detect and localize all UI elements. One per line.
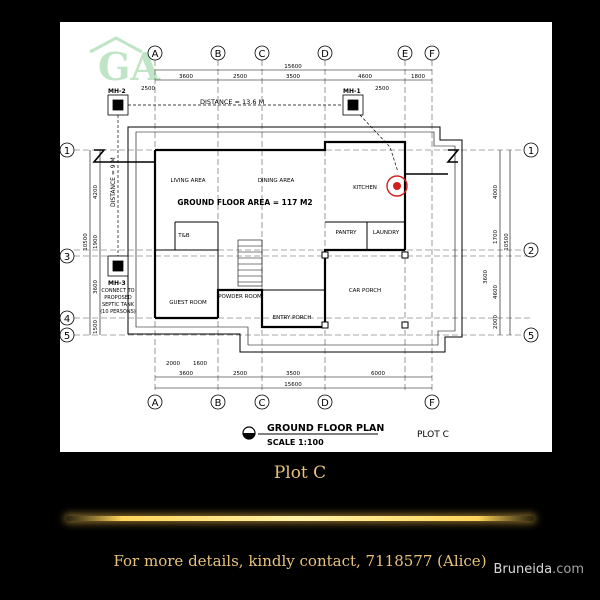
- site-watermark: Bruneida.com: [494, 562, 584, 577]
- dim-right-5: 2000: [493, 315, 499, 329]
- room-label-dining: DINING AREA: [258, 178, 295, 184]
- dim-left-2: 1900: [93, 235, 99, 249]
- dim-top-2: 2500: [233, 74, 247, 80]
- dim-top-small-1: 2500: [141, 86, 155, 92]
- plot-caption: Plot C: [273, 463, 327, 483]
- dim-right-2: 1700: [493, 230, 499, 244]
- logo-roof-icon: [89, 36, 143, 54]
- plan-title: GROUND FLOOR PLAN: [267, 423, 384, 434]
- dim-bottom-small-1: 2000: [166, 361, 180, 367]
- dim-bottom-3: 3500: [286, 371, 300, 377]
- dim-left-3: 3600: [93, 280, 99, 294]
- dim-bottom-4: 6000: [371, 371, 385, 377]
- floor-plan-image: GA A B C D E: [60, 22, 552, 452]
- grid-label-right-2: 2: [528, 246, 534, 257]
- section-mark-right-icon: [446, 149, 460, 163]
- plot-label: PLOT C: [417, 430, 449, 440]
- dim-bottom-2: 2500: [233, 371, 247, 377]
- room-label-toilet: T&B: [177, 233, 190, 239]
- dim-bottom-small-2: 1600: [193, 361, 207, 367]
- section-title-marker-icon: [242, 426, 256, 440]
- room-label-living: LIVING AREA: [170, 178, 205, 184]
- manhole-label-3: MH-3: [108, 280, 126, 287]
- dim-bottom-total: 15600: [284, 382, 302, 388]
- septic-note-line-2: PROPOSED: [104, 295, 132, 301]
- grid-label-bottom-b: B: [215, 398, 222, 409]
- septic-note-line-1: CONNECT TO: [101, 288, 134, 294]
- grid-label-top-d: D: [321, 49, 329, 60]
- plan-scale: SCALE 1:100: [267, 438, 324, 447]
- septic-note-line-3: SEPTIC TANK: [102, 302, 135, 308]
- grid-label-bottom-d: D: [321, 398, 329, 409]
- room-label-laundry: LAUNDRY: [373, 230, 400, 236]
- room-label-kitchen: KITCHEN: [353, 185, 377, 191]
- room-label-entry: ENTRY PORCH: [273, 315, 312, 321]
- section-mark-left-icon: [92, 149, 106, 163]
- dim-right-3: 3600: [483, 270, 489, 284]
- grid-label-top-f: F: [429, 49, 435, 60]
- distance-vertical-label: DISTANCE = 9 M: [110, 157, 117, 207]
- dim-bottom-1: 3600: [179, 371, 193, 377]
- grid-label-left-4: 4: [64, 314, 70, 325]
- dim-right-total: 10500: [504, 233, 510, 251]
- septic-note-line-4: (10 PERSONS): [100, 309, 136, 315]
- kitchen-marker-icon: [386, 175, 408, 197]
- grid-label-left-3: 3: [64, 252, 70, 263]
- gold-divider: [66, 516, 534, 521]
- dim-top-4: 4600: [358, 74, 372, 80]
- room-label-powder: POWDER ROOM: [218, 294, 262, 300]
- manhole-label-1: MH-1: [343, 88, 361, 95]
- grid-label-left-5: 5: [64, 331, 70, 342]
- room-label-car-porch: CAR PORCH: [349, 288, 381, 294]
- grid-label-right-1: 1: [528, 146, 534, 157]
- distance-horizontal-label: DISTANCE = 13.6 M: [200, 98, 264, 106]
- floor-area-label: GROUND FLOOR AREA = 117 M2: [177, 198, 312, 207]
- room-label-guest: GUEST ROOM: [169, 300, 207, 306]
- dim-top-1: 3600: [179, 74, 193, 80]
- dim-top-5: 1800: [411, 74, 425, 80]
- room-label-pantry: PANTRY: [335, 230, 357, 236]
- contact-text: For more details, kindly contact, 711857…: [113, 552, 487, 570]
- grid-label-top-b: B: [215, 49, 222, 60]
- grid-label-top-c: C: [259, 49, 266, 60]
- dim-top-3: 3500: [286, 74, 300, 80]
- dim-left-1: 4200: [93, 185, 99, 199]
- grid-label-left-1: 1: [64, 146, 70, 157]
- watermark-part-2: .com: [552, 562, 584, 577]
- grid-label-right-5: 5: [528, 331, 534, 342]
- grid-label-bottom-f: F: [429, 398, 435, 409]
- dim-left-total: 10500: [83, 233, 89, 251]
- watermark-part-1: Bruneida: [493, 562, 553, 577]
- dim-left-4: 1500: [93, 320, 99, 334]
- grid-label-bottom-c: C: [259, 398, 266, 409]
- manhole-label-2: MH-2: [108, 88, 126, 95]
- floor-plan-drawing: GA A B C D E: [60, 36, 539, 447]
- grid-label-bottom-a: A: [152, 398, 159, 409]
- dim-right-4: 4600: [493, 285, 499, 299]
- dim-top-total: 15600: [284, 64, 302, 70]
- dim-top-small-2: 2500: [375, 86, 389, 92]
- grid-label-top-e: E: [402, 49, 408, 60]
- dim-right-1: 4000: [493, 185, 499, 199]
- grid-label-top-a: A: [152, 49, 159, 60]
